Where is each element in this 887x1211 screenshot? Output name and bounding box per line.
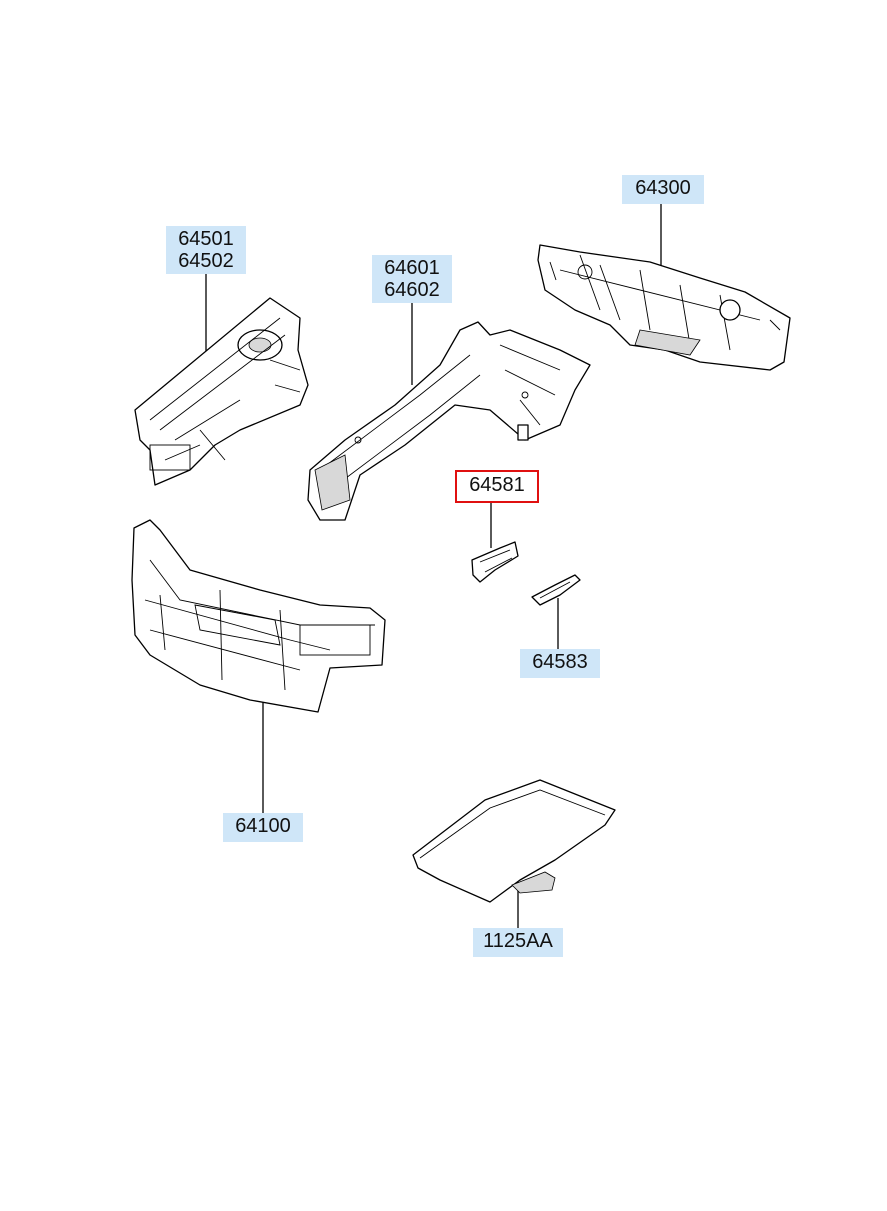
code-64583: 64583 [532,651,588,673]
code-64601: 64601 [384,257,440,279]
code-64602: 64602 [384,279,440,301]
label-64581[interactable]: 64581 [455,470,539,503]
label-1125AA[interactable]: 1125AA [473,928,563,957]
label-64583[interactable]: 64583 [520,649,600,678]
label-64100[interactable]: 64100 [223,813,303,842]
dash-panel-drawing[interactable] [537,244,791,371]
front-side-member-drawing[interactable] [134,297,309,486]
code-64100: 64100 [235,815,291,837]
code-64501: 64501 [178,228,234,250]
label-64300[interactable]: 64300 [622,175,704,204]
label-64601-64602[interactable]: 64601 64602 [372,255,452,303]
insulator-pad-drawing[interactable] [412,779,616,903]
bracket-64581-drawing[interactable] [471,541,519,583]
code-64300: 64300 [635,177,691,199]
radiator-support-drawing[interactable] [131,519,386,713]
code-64502: 64502 [178,250,234,272]
code-64581: 64581 [469,474,525,496]
code-1125AA: 1125AA [483,930,553,952]
fender-apron-drawing[interactable] [307,321,591,521]
bracket-64583-drawing[interactable] [531,574,581,606]
label-64501-64502[interactable]: 64501 64502 [166,226,246,274]
